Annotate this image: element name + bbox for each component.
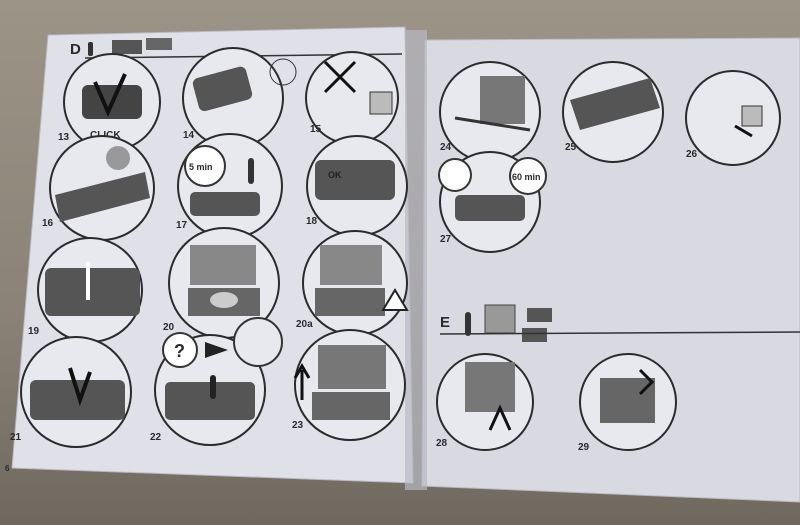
- step-23: 23: [292, 329, 406, 441]
- step-29: 29: [578, 353, 677, 453]
- step-19-number: 19: [28, 326, 40, 337]
- book-spine: [405, 30, 427, 490]
- section-e-divider: [439, 331, 800, 335]
- left-page-number: 6: [5, 464, 10, 473]
- thermometer-icon: [88, 42, 93, 56]
- step-20: 20: [163, 227, 280, 339]
- step-28: 28: [436, 353, 534, 451]
- step-19: 19: [28, 237, 143, 343]
- step-29-number: 29: [578, 442, 590, 453]
- waffle-plate-icon: [146, 38, 172, 50]
- step-15: 15: [305, 51, 399, 145]
- step-25-number: 25: [565, 142, 577, 153]
- waffle-maker-e-icon: [484, 304, 516, 334]
- step-24: 24: [439, 61, 541, 163]
- step-21: 21: [10, 336, 132, 448]
- step-16-number: 16: [42, 218, 54, 229]
- step-17: 5 min 17: [176, 133, 283, 239]
- step-26: 26: [685, 70, 781, 166]
- step-28-number: 28: [436, 438, 448, 449]
- step-27: 60 min 27: [438, 151, 547, 253]
- step-24-number: 24: [440, 142, 452, 153]
- step-20a: 20a: [296, 230, 409, 336]
- step-27-number: 27: [440, 234, 452, 245]
- step-17-number: 17: [176, 220, 188, 231]
- thermometer-e-icon: [465, 312, 471, 336]
- ok-caption: OK: [328, 170, 342, 180]
- step-18: OK 18: [306, 135, 408, 237]
- step-13-number: 13: [58, 132, 70, 143]
- step-15-number: 15: [310, 124, 322, 135]
- sixty-min-caption: 60 min: [512, 172, 541, 182]
- step-18-number: 18: [306, 216, 318, 227]
- step-14: 14: [182, 47, 297, 149]
- step-25: 25: [562, 61, 664, 163]
- waffle-e-icon-2: [522, 328, 547, 342]
- step-22: ? 22: [150, 317, 283, 446]
- step-23-number: 23: [292, 420, 304, 431]
- step-20a-number: 20a: [296, 319, 313, 330]
- step-22-number: 22: [150, 432, 162, 443]
- step-20-number: 20: [163, 322, 175, 333]
- section-e-label: E: [440, 314, 450, 331]
- step-14-number: 14: [183, 130, 195, 141]
- section-d-label: D: [70, 41, 81, 58]
- step-26-number: 26: [686, 149, 698, 160]
- waffle-e-icon-1: [527, 308, 552, 322]
- step-21-number: 21: [10, 432, 22, 443]
- question-caption: ?: [174, 341, 185, 361]
- timer-caption: 5 min: [189, 162, 213, 172]
- waffle-maker-small-icon: [112, 40, 142, 54]
